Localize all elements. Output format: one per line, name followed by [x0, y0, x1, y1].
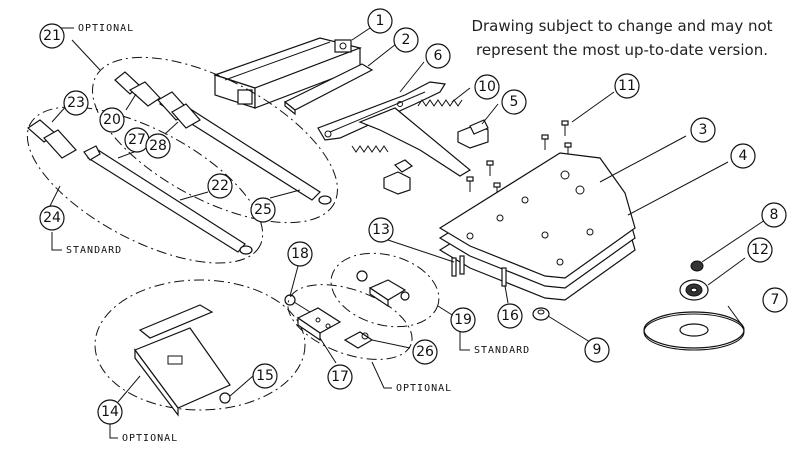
- bracket-lower: [383, 159, 414, 195]
- callout-8: 8: [761, 202, 787, 228]
- svg-text:23: 23: [67, 95, 85, 111]
- part-8-nut: [690, 260, 704, 272]
- part-16-pin: [501, 267, 507, 287]
- callout-27: 27: [124, 127, 150, 153]
- svg-text:2: 2: [402, 32, 411, 48]
- part-6-lever: [317, 81, 472, 177]
- svg-text:21: 21: [43, 28, 61, 44]
- callout-1: 1: [367, 8, 393, 34]
- disclaimer-note: Drawing subject to change and may not re…: [452, 14, 792, 62]
- group-17-adjuster: [284, 294, 342, 342]
- group-21-optional: [92, 56, 338, 224]
- callout-11: 11: [614, 73, 640, 99]
- svg-text:1: 1: [376, 13, 385, 29]
- callout-14: 14: [97, 399, 123, 425]
- callout-20: 20: [99, 107, 125, 133]
- callout-7: 7: [762, 287, 788, 313]
- part-1-housing: [213, 37, 362, 109]
- label-group-24: STANDARD: [66, 245, 122, 256]
- svg-text:26: 26: [416, 344, 434, 360]
- part-2-bar: [283, 63, 374, 116]
- callout-5: 5: [501, 89, 527, 115]
- part-13-pins: [451, 255, 465, 277]
- svg-text:4: 4: [739, 148, 748, 164]
- callout-25: 25: [250, 197, 276, 223]
- callout-12: 12: [747, 237, 773, 263]
- svg-text:8: 8: [770, 207, 779, 223]
- svg-text:27: 27: [128, 132, 146, 148]
- callouts: 1 2 3 4 5 6 7 8 9 10 11 12 13 14 15 16 1…: [39, 8, 788, 425]
- part-12-bearing: [679, 279, 709, 301]
- callout-4: 4: [730, 143, 756, 169]
- svg-text:11: 11: [618, 78, 636, 94]
- svg-text:7: 7: [771, 292, 780, 308]
- callout-16: 16: [497, 303, 523, 329]
- disclaimer-line-2: represent the most up-to-date version.: [476, 41, 768, 59]
- svg-text:5: 5: [510, 94, 519, 110]
- svg-text:10: 10: [478, 79, 496, 95]
- part-3-4-plates: [438, 152, 636, 301]
- callout-13: 13: [368, 217, 394, 243]
- svg-text:6: 6: [434, 48, 443, 64]
- group-24-standard: [26, 106, 264, 264]
- svg-text:13: 13: [372, 222, 390, 238]
- group-14-optional: [94, 279, 306, 417]
- svg-text:12: 12: [751, 242, 769, 258]
- svg-text:9: 9: [593, 342, 602, 358]
- spring-lower: [351, 145, 389, 153]
- svg-text:15: 15: [256, 368, 274, 384]
- svg-text:20: 20: [103, 112, 121, 128]
- part-7-disc: [643, 311, 745, 351]
- part-5-latch: [457, 119, 489, 149]
- callout-15: 15: [252, 363, 278, 389]
- callout-18: 18: [287, 241, 313, 267]
- svg-text:25: 25: [254, 202, 272, 218]
- callout-19: 19: [450, 307, 476, 333]
- group-19-standard: [330, 252, 440, 328]
- svg-text:19: 19: [454, 312, 472, 328]
- part-9-washer: [532, 307, 550, 321]
- callout-6: 6: [425, 43, 451, 69]
- svg-text:16: 16: [501, 308, 519, 324]
- disclaimer-line-1: Drawing subject to change and may not: [471, 17, 773, 35]
- callout-22: 22: [207, 173, 233, 199]
- part-10-spring: [417, 99, 463, 107]
- svg-text:17: 17: [331, 369, 349, 385]
- svg-text:14: 14: [101, 404, 119, 420]
- svg-text:3: 3: [699, 122, 708, 138]
- svg-text:18: 18: [291, 246, 309, 262]
- callout-21: 21: [39, 23, 65, 49]
- callout-3: 3: [690, 117, 716, 143]
- callout-24: 24: [39, 205, 65, 231]
- callout-9: 9: [584, 337, 610, 363]
- callout-17: 17: [327, 364, 353, 390]
- callout-28: 28: [145, 133, 171, 159]
- label-group-19: STANDARD: [474, 345, 530, 356]
- callout-23: 23: [63, 90, 89, 116]
- svg-text:22: 22: [211, 178, 229, 194]
- label-group-21: OPTIONAL: [78, 23, 134, 34]
- callout-26: 26: [412, 339, 438, 365]
- label-group-14: OPTIONAL: [122, 433, 178, 444]
- label-group-26: OPTIONAL: [396, 383, 452, 394]
- callout-10: 10: [474, 74, 500, 100]
- callout-2: 2: [393, 27, 419, 53]
- svg-text:28: 28: [149, 138, 167, 154]
- svg-text:24: 24: [43, 210, 61, 226]
